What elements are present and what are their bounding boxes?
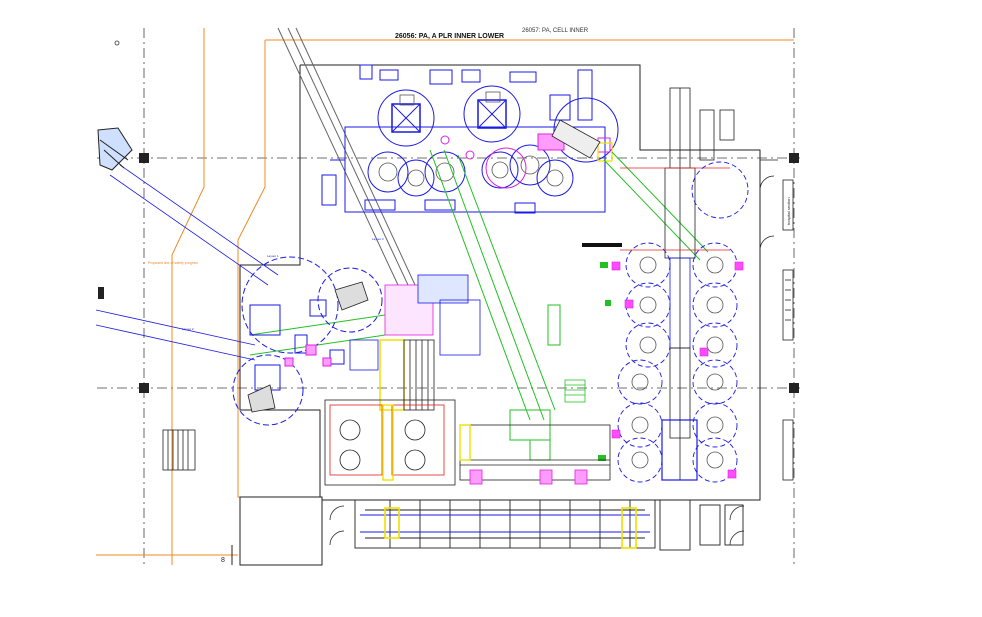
upper-cell-area <box>321 64 619 214</box>
layout-label-2: Layout 2 <box>182 327 194 331</box>
column-grid <box>97 28 800 565</box>
right-wall <box>759 159 794 481</box>
bottom-conveyor-yellow <box>384 507 637 549</box>
lower-assembly <box>324 399 611 486</box>
left-feed-lines <box>95 164 279 361</box>
right-cells-magenta <box>611 261 744 479</box>
robot-arm-upper <box>551 119 601 159</box>
center-cell <box>349 274 481 411</box>
grid-bubbles <box>139 153 799 393</box>
building-outline <box>231 64 761 566</box>
drawing-title-secondary: 26057: PA, CELL INNER <box>522 28 589 34</box>
robot-arm-left <box>334 281 369 311</box>
green-conveyors <box>249 149 709 461</box>
side-label-hospital: hospital section <box>786 197 791 225</box>
diagonal-track <box>277 27 423 301</box>
drawing-title-main: 26056: PA, A PLR INNER LOWER <box>395 33 504 40</box>
origin-marker <box>114 40 120 46</box>
lower-assembly-yellow <box>382 404 471 481</box>
left-robot-magenta <box>284 344 332 367</box>
bottom-conveyor-blue <box>360 514 650 533</box>
robot-arm-left-low <box>247 384 276 413</box>
center-staircase <box>564 379 586 403</box>
upper-cell-gray <box>378 91 564 187</box>
top-left-equipment <box>97 127 133 171</box>
property-boundary <box>96 28 794 565</box>
layout-label-1: Layout 1 <box>267 254 279 258</box>
annotation-orange: Proposed line-of safety program <box>148 261 198 265</box>
left-marker <box>98 287 104 299</box>
divider-bar <box>582 243 622 247</box>
drawing-mark: 8 <box>221 557 225 564</box>
right-conveyor-red <box>620 167 730 251</box>
layout-label-3: Layout 3 <box>372 237 384 241</box>
left-staircase <box>162 429 196 471</box>
right-cells-gray <box>631 256 724 469</box>
right-cells <box>617 161 749 483</box>
bottom-doors <box>329 505 745 546</box>
right-cells-green <box>598 262 611 461</box>
